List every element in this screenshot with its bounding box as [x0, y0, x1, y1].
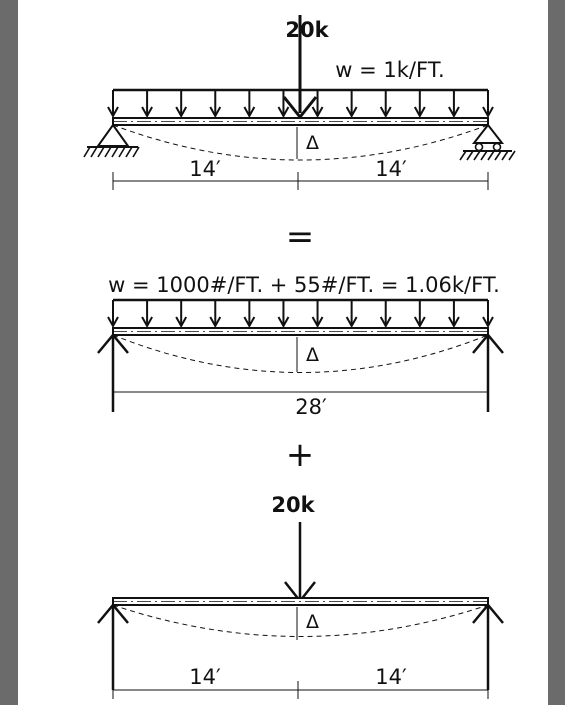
deflected-shape-2 — [112, 334, 489, 373]
udl-2-arrowhead-6 — [277, 316, 290, 329]
pin-support-1 — [96, 123, 130, 147]
reaction-right-arrowhead-2 — [472, 333, 504, 354]
udl-2-arrowhead-8 — [345, 316, 358, 329]
point-load-label-3: 20k — [271, 493, 315, 517]
udl-label-1: w = 1k/FT. — [335, 58, 444, 82]
udl-1-arrowhead-2 — [141, 106, 153, 119]
roller-hatch-1 — [459, 150, 516, 161]
diagram-3: 20k Δ 14′ 14′ — [97, 493, 504, 699]
point-load-label-1: 20k — [285, 18, 329, 42]
roller-wheel-left — [474, 142, 484, 152]
udl-1-arrowhead-9 — [379, 106, 392, 119]
span-right-label-1: 14′ — [375, 157, 407, 181]
udl-2-arrowhead-3 — [175, 316, 188, 329]
span-left-label-1: 14′ — [189, 157, 221, 181]
udl-2-arrowhead-10 — [413, 316, 426, 329]
udl-1-arrowhead-10 — [413, 106, 426, 119]
span-right-label-3: 14′ — [375, 665, 407, 689]
udl-1-arrowhead-7 — [311, 106, 324, 119]
span-left-label-3: 14′ — [189, 665, 221, 689]
udl-1-arrowhead-11 — [448, 106, 460, 119]
diagram-1: 20k w = 1k/FT. Δ 14′ 14′ — [83, 15, 516, 190]
udl-1-arrowhead-5 — [243, 106, 256, 119]
udl-arrows-2 — [107, 300, 494, 329]
udl-1-arrowhead-4 — [209, 106, 222, 119]
roller-support-1 — [471, 123, 505, 144]
deflection-label-1: Δ — [306, 132, 319, 154]
udl-1-arrowhead-6 — [277, 106, 290, 119]
udl-2-arrowhead-2 — [141, 316, 153, 329]
udl-1-arrowhead-3 — [175, 106, 188, 119]
udl-2-arrowhead-9 — [379, 316, 392, 329]
udl-2-arrowhead-1 — [107, 316, 119, 329]
span-label-2: 28′ — [295, 395, 327, 419]
udl-label-2: w = 1000#/FT. + 55#/FT. = 1.06k/FT. — [108, 273, 500, 297]
udl-1-arrowhead-8 — [345, 106, 358, 119]
equals-sign: = — [286, 217, 315, 257]
udl-2-arrowhead-11 — [448, 316, 460, 329]
deflection-label-2: Δ — [306, 344, 319, 366]
roller-wheel-right — [492, 142, 502, 152]
deflection-label-3: Δ — [306, 611, 319, 633]
pin-hatch-1 — [83, 146, 140, 158]
plus-sign: + — [286, 435, 315, 475]
udl-1-arrowhead-12 — [482, 106, 494, 119]
diagram-2: w = 1000#/FT. + 55#/FT. = 1.06k/FT. Δ 28… — [97, 273, 504, 419]
udl-2-arrowhead-7 — [311, 316, 324, 329]
udl-arrows-1 — [107, 90, 494, 119]
udl-2-arrowhead-12 — [482, 316, 494, 329]
deflected-shape-1 — [112, 124, 489, 161]
udl-2-arrowhead-5 — [243, 316, 256, 329]
udl-2-arrowhead-4 — [209, 316, 222, 329]
deflected-shape-3 — [112, 604, 489, 637]
udl-1-arrowhead-1 — [107, 106, 119, 119]
